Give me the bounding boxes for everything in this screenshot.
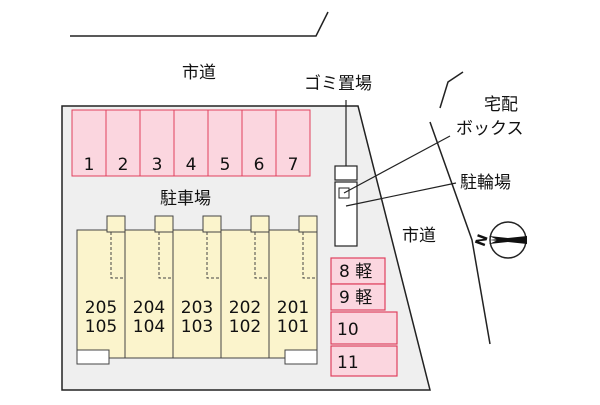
unit-label-105: 105	[85, 317, 117, 337]
garbage-label: ゴミ置場	[304, 73, 372, 94]
north-compass: N	[473, 221, 527, 259]
unit-205-105-step	[76, 349, 110, 365]
parking-space-6	[241, 109, 277, 177]
unit-203-103-porch	[202, 215, 222, 233]
road-edge-top	[70, 11, 329, 37]
unit-label-103: 103	[181, 317, 213, 337]
parking-space-11	[330, 345, 398, 377]
parking-space-4	[173, 109, 209, 177]
unit-label-205: 205	[85, 298, 117, 318]
parking-label-7: 7	[288, 155, 299, 175]
parking-label-1: 1	[84, 155, 95, 175]
parking-label-6: 6	[254, 155, 265, 175]
parking-space-8	[330, 257, 386, 285]
parking-space-3	[139, 109, 175, 177]
bicycle-label: 駐輪場	[460, 173, 511, 193]
road-edge-right-1	[439, 71, 464, 109]
unit-202-102-divider	[254, 232, 267, 279]
parking-label-9: 9 軽	[339, 288, 372, 308]
delivery-box-label-2: ボックス	[456, 119, 524, 139]
unit-label-201: 201	[277, 298, 309, 318]
delivery-box-leader	[343, 135, 451, 194]
unit-202-102-porch	[250, 215, 270, 233]
road-label-top: 市道	[182, 63, 216, 83]
unit-205-105	[76, 229, 126, 359]
parking-label: 駐車場	[160, 189, 211, 209]
unit-label-204: 204	[133, 298, 165, 318]
unit-202-102	[220, 229, 270, 359]
garbage-area	[334, 165, 358, 181]
parking-label-10: 10	[337, 320, 359, 340]
bicycle-leader	[345, 182, 457, 207]
road-edge-right-2	[429, 121, 491, 345]
unit-label-101: 101	[277, 317, 309, 337]
unit-201-101-divider	[302, 232, 315, 279]
parking-label-11: 11	[337, 353, 359, 373]
parking-space-5	[207, 109, 243, 177]
unit-203-103	[172, 229, 222, 359]
unit-205-105-porch	[106, 215, 126, 233]
building: 205 105 204 104 203 103 202 102 201 101	[76, 215, 318, 365]
compass-letter: N	[473, 232, 492, 248]
road-label-right: 市道	[402, 226, 436, 246]
unit-201-101	[268, 229, 318, 359]
unit-204-104	[124, 229, 174, 359]
parking-label-8: 8 軽	[339, 262, 372, 282]
parking-label-3: 3	[152, 155, 163, 175]
unit-201-101-porch	[298, 215, 318, 233]
unit-205-105-divider	[110, 232, 123, 279]
delivery-box-label-1: 宅配	[484, 95, 518, 115]
parking-column-right: 8 軽 9 軽 10 11	[330, 257, 398, 377]
parking-space-10	[330, 311, 398, 345]
unit-label-102: 102	[229, 317, 261, 337]
unit-label-202: 202	[229, 298, 261, 318]
parking-label-2: 2	[118, 155, 129, 175]
parking-space-9	[330, 283, 386, 311]
compass-needle-tip	[489, 236, 527, 244]
unit-204-104-divider	[158, 232, 171, 279]
parking-label-5: 5	[220, 155, 231, 175]
unit-204-104-porch	[154, 215, 174, 233]
parking-space-2	[105, 109, 141, 177]
parking-label-4: 4	[186, 155, 197, 175]
unit-203-103-divider	[206, 232, 219, 279]
unit-label-104: 104	[133, 317, 165, 337]
parking-space-7	[275, 109, 311, 177]
parking-row-top: 1 2 3 4 5 6 7	[71, 109, 311, 177]
unit-201-101-step	[284, 349, 318, 365]
unit-label-203: 203	[181, 298, 213, 318]
